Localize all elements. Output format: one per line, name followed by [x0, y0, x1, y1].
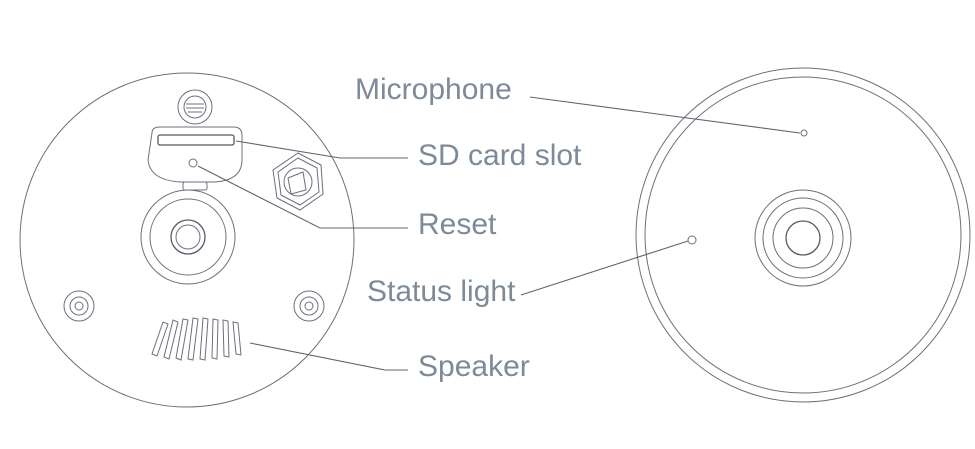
camera-back-view	[19, 72, 355, 408]
sd-card-slot-opening	[157, 134, 235, 146]
microphone-hole	[800, 129, 808, 137]
status-light	[687, 235, 697, 245]
speaker-leader	[249, 342, 408, 371]
status-light-leader	[520, 240, 689, 296]
back-housing-outline	[19, 72, 355, 408]
label-status-light: Status light	[367, 275, 516, 308]
sd-card-slot-housing	[147, 126, 243, 191]
front-lens	[754, 189, 852, 287]
front-housing-outer	[635, 67, 971, 403]
microphone-leader	[529, 96, 801, 134]
hex-mount-nut	[272, 152, 324, 211]
top-screw	[177, 89, 213, 125]
leader-lines	[197, 96, 801, 371]
label-reset: Reset	[418, 208, 497, 241]
label-speaker: Speaker	[418, 350, 530, 383]
camera-front-view	[635, 67, 971, 403]
back-lens	[140, 189, 236, 285]
reset-pinhole	[188, 158, 198, 168]
label-microphone: Microphone	[355, 73, 512, 106]
left-screw	[63, 290, 95, 322]
front-housing-inner	[644, 76, 962, 394]
housing-clip	[182, 181, 208, 191]
right-screw	[293, 290, 325, 322]
label-sd-card-slot: SD card slot	[418, 139, 582, 172]
reset-leader	[197, 165, 408, 229]
speaker-grille	[151, 317, 242, 361]
sd-card-slot-leader	[235, 140, 408, 159]
